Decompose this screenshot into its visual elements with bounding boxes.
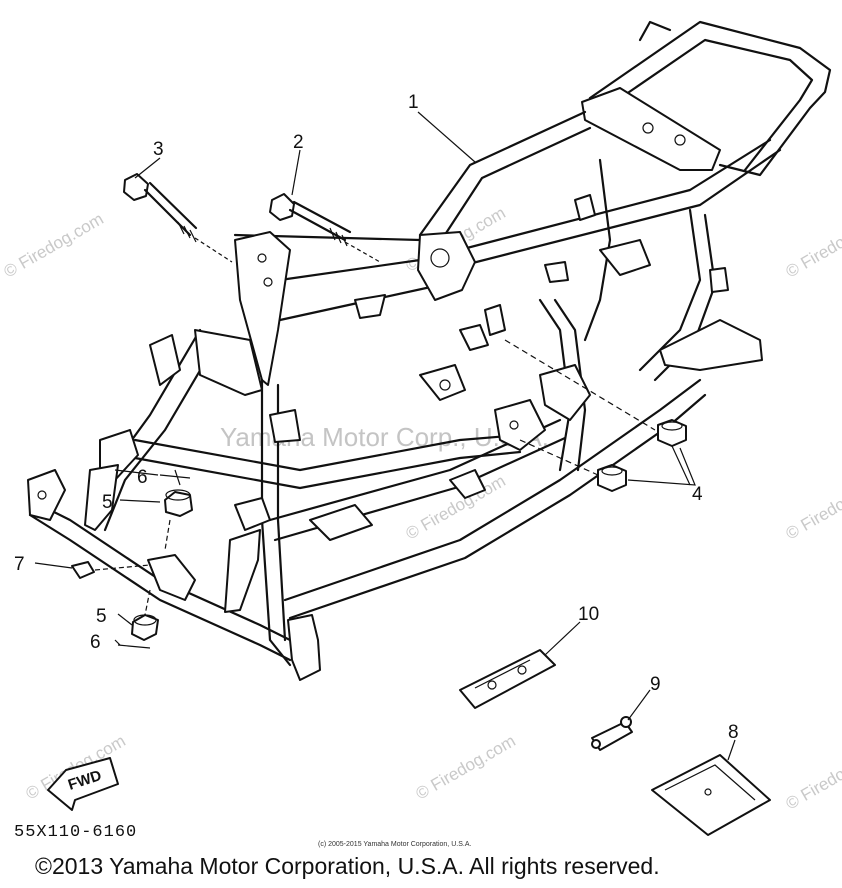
watermark-site-8: © Firedog.com [783,741,842,813]
label-part-4: 4 [692,484,703,505]
small-copyright: (c) 2005-2015 Yamaha Motor Corporation, … [318,841,471,848]
watermark-site-7: © Firedog.com [783,209,842,281]
label-part-10: 10 [578,604,599,625]
watermarks: Yamaha Motor Corp., U.S.A. © Firedog.com… [1,203,842,813]
watermark-site-5: © Firedog.com [413,731,519,803]
label-part-3: 3 [153,139,164,160]
watermark-site-2: © Firedog.com [1,209,107,281]
label-part-8: 8 [728,722,739,743]
label-part-6-upper: 6 [137,467,148,488]
main-copyright: ©2013 Yamaha Motor Corporation, U.S.A. A… [35,853,660,879]
label-part-6-lower: 6 [90,632,101,653]
bolt-part-3 [123,173,233,263]
label-part-7: 7 [14,554,25,575]
nut-part-4 [504,339,687,492]
label-part-1: 1 [408,92,419,113]
bushing-parts [71,469,193,649]
label-part-9: 9 [650,674,661,695]
fwd-arrow: FWD [47,757,119,811]
drawing-code: 55X110-6160 [14,823,137,842]
leader-lines [34,111,736,761]
label-part-5-lower: 5 [96,606,107,627]
bolt-part-2 [269,193,381,263]
part-number-labels: 1 2 3 4 5 5 6 6 7 8 9 10 [14,92,739,743]
part-9 [591,716,633,751]
part-8-tool-bag [651,754,771,836]
watermark-site-6: © Firedog.com [783,471,842,543]
label-part-5-upper: 5 [102,492,113,513]
main-frame [27,20,832,681]
tool-part-10 [459,649,556,709]
label-part-2: 2 [293,132,304,153]
